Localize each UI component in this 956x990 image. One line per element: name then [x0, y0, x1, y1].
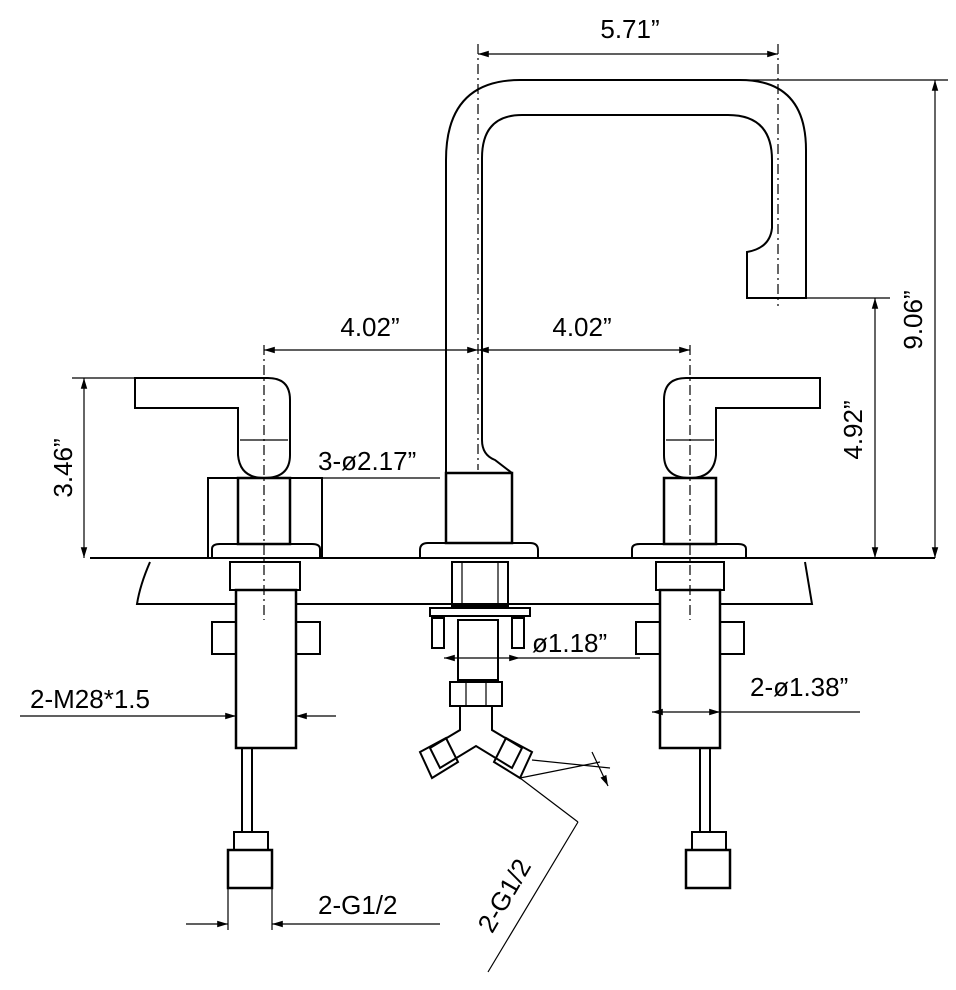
dim-valve-connection: 2-G1/2 [318, 890, 398, 920]
countertop [90, 557, 935, 605]
dim-valve-shank-diameter: 2-ø1.38” [750, 672, 848, 702]
dim-spout-shank-diameter: ø1.18” [532, 628, 607, 658]
dimension-lines [20, 50, 948, 973]
dim-base-diameter: 3-ø2.17” [318, 446, 416, 476]
dim-handle-height: 3.46” [48, 438, 78, 497]
dim-valve-thread: 2-M28*1.5 [30, 684, 150, 714]
dim-spout-clearance: 4.92” [838, 400, 868, 459]
spout [418, 79, 807, 780]
dim-spout-reach: 5.71” [600, 14, 659, 44]
spout-shank [451, 561, 509, 607]
hex-nut [449, 681, 503, 707]
dim-tee-connection: 2-G1/2 [471, 854, 537, 938]
left-handle-assembly [134, 377, 323, 890]
center-lines [263, 44, 779, 620]
dim-spacing-right: 4.02” [552, 312, 611, 342]
dim-total-height: 9.06” [898, 290, 928, 349]
right-valve-connector [684, 848, 732, 890]
right-handle-assembly [631, 377, 821, 890]
spout-knurl-collar [444, 471, 514, 545]
left-valve-thread [234, 588, 298, 750]
right-valve-thread [658, 588, 722, 750]
dim-spacing-left: 4.02” [340, 312, 399, 342]
left-valve-connector [226, 848, 274, 890]
